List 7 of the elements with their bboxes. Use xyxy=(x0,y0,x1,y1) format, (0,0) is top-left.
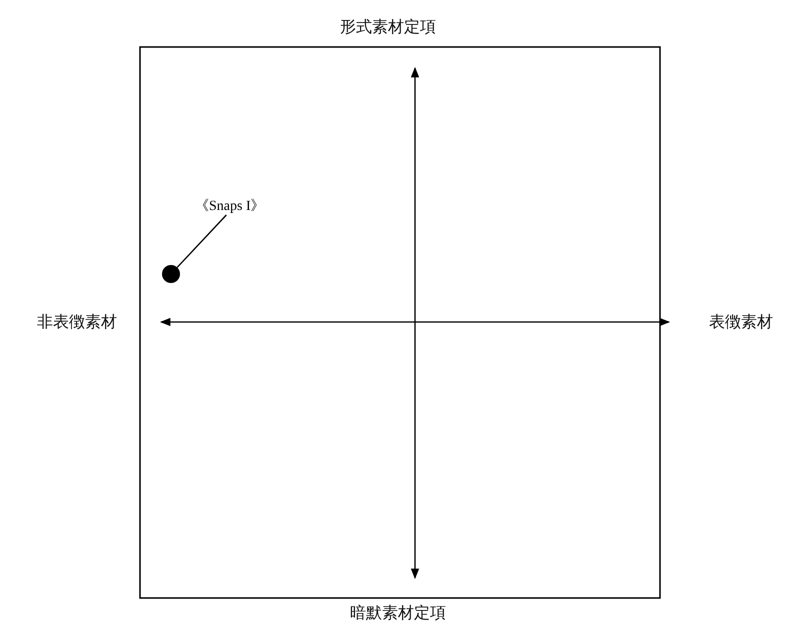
axis-label: 非表徴素材 xyxy=(37,312,117,333)
axis-label: 形式素材定項 xyxy=(340,17,436,38)
axis-label: 暗默素材定項 xyxy=(350,603,446,624)
data-point xyxy=(162,265,180,283)
axis-label: 表徴素材 xyxy=(709,312,773,333)
leader-line xyxy=(176,214,227,268)
point-label: 《Snaps I》 xyxy=(195,197,265,215)
